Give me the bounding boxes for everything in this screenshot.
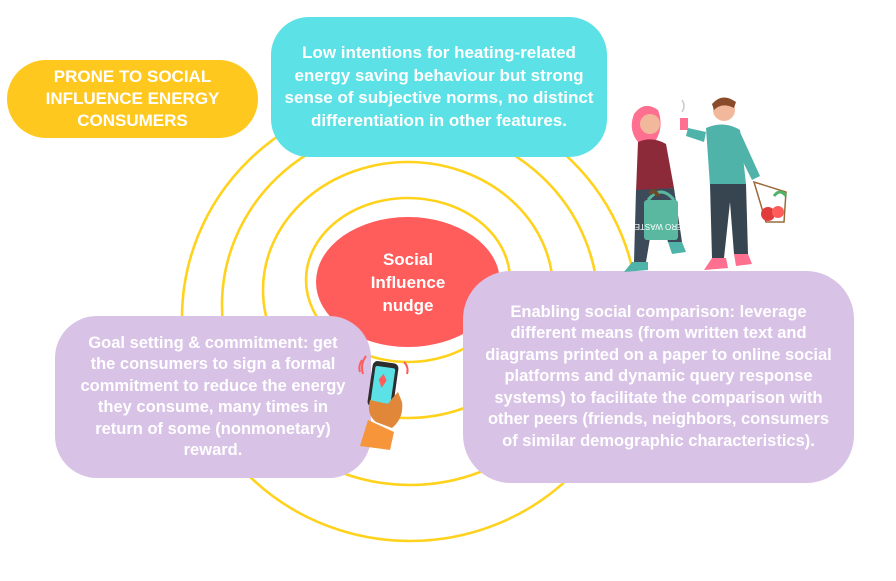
goal-setting-box: Goal setting & commitment: get the consu…	[55, 316, 371, 478]
zero-waste-bag-text: ZERO WASTE	[635, 222, 688, 231]
couple-shopping-icon: ZERO WASTE	[624, 97, 788, 272]
nudge-label: Social Influence nudge	[370, 249, 446, 315]
social-comparison-text: Enabling social comparison: leverage dif…	[485, 302, 832, 450]
social-comparison-box: Enabling social comparison: leverage dif…	[463, 271, 854, 483]
goal-setting-text: Goal setting & commitment: get the consu…	[80, 333, 346, 460]
consumer-profile-text: Low intentions for heating-related energ…	[284, 43, 594, 130]
segment-label: PRONE TO SOCIAL INFLUENCE ENERGY CONSUME…	[7, 60, 258, 138]
segment-label-text: PRONE TO SOCIAL INFLUENCE ENERGY CONSUME…	[45, 67, 220, 130]
consumer-profile-box: Low intentions for heating-related energ…	[271, 17, 607, 157]
hand-phone-icon	[358, 355, 409, 450]
